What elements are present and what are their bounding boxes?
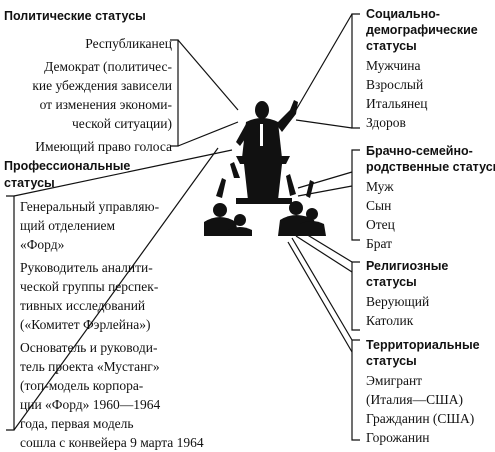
professional-connector-1 — [13, 149, 233, 197]
professional-item-4: Руководитель аналити- — [20, 260, 153, 275]
professional-item-3: «Форд» — [20, 237, 65, 252]
socio-title-line-3: статусы — [366, 39, 417, 53]
territorial-connector-bottom — [287, 241, 353, 353]
political-bracket — [170, 39, 179, 147]
political-item-6: Имеющий право голоса — [35, 139, 172, 154]
professional-item-12: года, первая модель — [20, 416, 134, 431]
family-connector-bottom — [297, 185, 353, 197]
family-item-2: Сын — [366, 198, 392, 213]
professional-item-9: тель проекта «Мустанг» — [20, 359, 160, 374]
religious-bracket — [351, 261, 360, 331]
professional-item-5: ческой группы перспек- — [20, 279, 159, 294]
socio-title-line-1: Социально- — [366, 7, 440, 21]
political-title: Политические статусы — [4, 9, 146, 23]
professional-item-7: («Комитет Фэрлейна») — [20, 317, 151, 332]
professional-item-13: сошла с конвейера 9 марта 1964 — [20, 435, 204, 450]
political-item-4: от изменения экономи- — [39, 97, 172, 112]
political-item-5: ческой ситуации) — [71, 116, 172, 131]
family-connector-top — [297, 171, 353, 189]
family-item-4: Брат — [366, 236, 393, 251]
family-bracket — [351, 149, 360, 241]
political-item-3: кие убеждения зависели — [32, 78, 172, 93]
territorial-item-1: Эмигрант — [366, 373, 423, 388]
socio-item-2: Взрослый — [366, 77, 424, 92]
territorial-title-line-2: статусы — [366, 354, 417, 368]
political-connector-top — [177, 39, 239, 111]
territorial-item-3: Гражданин (США) — [366, 411, 475, 426]
territorial-title-line-1: Территориальные — [366, 338, 480, 352]
territorial-item-2: (Италия—США) — [366, 392, 463, 407]
sociodemographic-bracket — [351, 13, 360, 129]
territorial-connector-top — [291, 237, 353, 341]
political-item-2: Демократ (политичес- — [44, 59, 172, 74]
religious-connector-bottom — [295, 235, 353, 273]
professional-item-10: (топ-модель корпора- — [20, 378, 144, 393]
religious-title-line-2: статусы — [366, 275, 417, 289]
socio-item-1: Мужчина — [366, 58, 421, 73]
socio-connector-bottom — [295, 119, 353, 129]
professional-item-6: тивных исследований — [20, 298, 146, 313]
territorial-item-4: Горожанин — [366, 430, 430, 445]
socio-connector-top — [295, 13, 353, 111]
family-item-3: Отец — [366, 217, 395, 232]
territorial-bracket — [351, 339, 360, 441]
professional-title-line-1: Профессиональные — [4, 159, 131, 173]
socio-item-3: Итальянец — [366, 96, 428, 111]
political-connector-bottom — [177, 121, 239, 147]
family-item-1: Муж — [366, 179, 394, 194]
speaker-podium-icon — [236, 100, 298, 204]
socio-item-4: Здоров — [366, 115, 406, 130]
audience-icon — [204, 162, 326, 236]
professional-title-line-2: статусы — [4, 176, 55, 190]
professional-connector-2 — [13, 147, 219, 431]
professional-item-8: Основатель и руководи- — [20, 340, 158, 355]
religious-title-line-1: Религиозные — [366, 259, 449, 273]
socio-title-line-2: демографические — [366, 23, 478, 37]
political-item-1: Республиканец — [85, 36, 172, 51]
professional-item-1: Генеральный управляю- — [20, 199, 160, 214]
religious-item-2: Католик — [366, 313, 414, 328]
professional-bracket — [6, 195, 15, 431]
professional-item-11: ции «Форд» 1960—1964 — [20, 397, 161, 412]
religious-item-1: Верующий — [366, 294, 430, 309]
family-title-line-2: родственные статусы — [366, 160, 495, 174]
professional-item-2: щий отделением — [20, 218, 116, 233]
family-title-line-1: Брачно-семейно- — [366, 144, 473, 158]
